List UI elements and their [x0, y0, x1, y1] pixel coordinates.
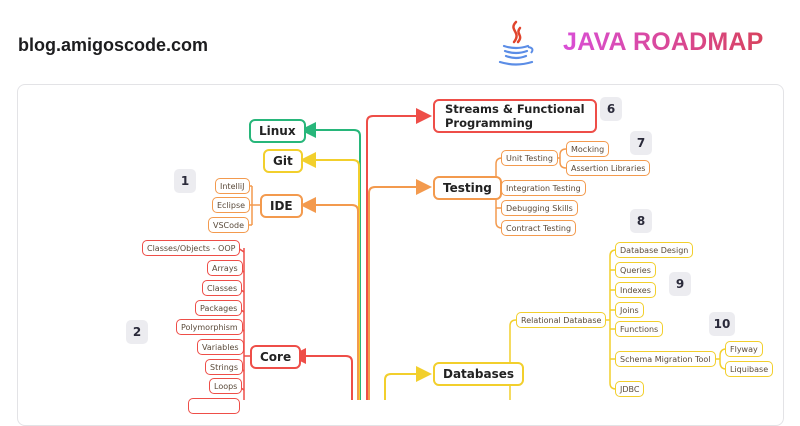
node-streams-functional[interactable]: Streams & Functional Programming	[433, 99, 597, 133]
node-mocking[interactable]: Mocking	[566, 141, 610, 157]
node-variables[interactable]: Variables	[197, 339, 244, 355]
node-loops[interactable]: Loops	[209, 378, 243, 394]
node-unit-testing[interactable]: Unit Testing	[501, 150, 558, 166]
streams-line2: Programming	[445, 116, 533, 130]
streams-line1: Streams & Functional	[445, 102, 585, 116]
step-badge-1: 1	[174, 169, 196, 193]
node-assertion-libraries[interactable]: Assertion Libraries	[566, 160, 651, 176]
node-liquibase[interactable]: Liquibase	[725, 361, 774, 377]
node-eclipse[interactable]: Eclipse	[212, 197, 251, 213]
node-ide[interactable]: IDE	[260, 194, 303, 218]
node-functions[interactable]: Functions	[615, 321, 664, 337]
step-badge-6: 6	[600, 97, 622, 121]
node-integration-testing[interactable]: Integration Testing	[501, 180, 586, 196]
node-queries[interactable]: Queries	[615, 262, 656, 278]
node-linux[interactable]: Linux	[249, 119, 306, 143]
node-database-design[interactable]: Database Design	[615, 242, 694, 258]
step-badge-7: 7	[630, 131, 652, 155]
node-vscode[interactable]: VSCode	[208, 217, 250, 233]
node-arrays[interactable]: Arrays	[207, 260, 243, 276]
node-git[interactable]: Git	[263, 149, 303, 173]
roadmap-title: JAVA ROADMAP	[563, 28, 764, 56]
connector-lines	[237, 108, 727, 400]
node-core-next[interactable]	[188, 398, 240, 414]
node-intellij[interactable]: IntelliJ	[215, 178, 250, 194]
node-joins[interactable]: Joins	[615, 302, 644, 318]
node-core[interactable]: Core	[250, 345, 302, 369]
node-classes-objects-oop[interactable]: Classes/Objects - OOP	[142, 240, 241, 256]
node-testing[interactable]: Testing	[433, 176, 502, 200]
node-indexes[interactable]: Indexes	[615, 282, 656, 298]
node-flyway[interactable]: Flyway	[725, 341, 763, 357]
node-packages[interactable]: Packages	[195, 300, 243, 316]
step-badge-9: 9	[669, 272, 691, 296]
java-coffee-cup-icon	[498, 20, 534, 66]
node-classes[interactable]: Classes	[202, 280, 243, 296]
node-debugging-skills[interactable]: Debugging Skills	[501, 200, 578, 216]
step-badge-8: 8	[630, 209, 652, 233]
step-badge-10: 10	[709, 312, 735, 336]
node-polymorphism[interactable]: Polymorphism	[176, 319, 243, 335]
site-url: blog.amigoscode.com	[18, 35, 209, 55]
node-databases[interactable]: Databases	[433, 362, 525, 386]
node-relational-database[interactable]: Relational Database	[516, 312, 607, 328]
node-schema-migration-tool[interactable]: Schema Migration Tool	[615, 351, 716, 367]
node-jdbc[interactable]: JDBC	[615, 381, 645, 397]
step-badge-2: 2	[126, 320, 148, 344]
node-strings[interactable]: Strings	[205, 359, 244, 375]
node-contract-testing[interactable]: Contract Testing	[501, 220, 577, 236]
